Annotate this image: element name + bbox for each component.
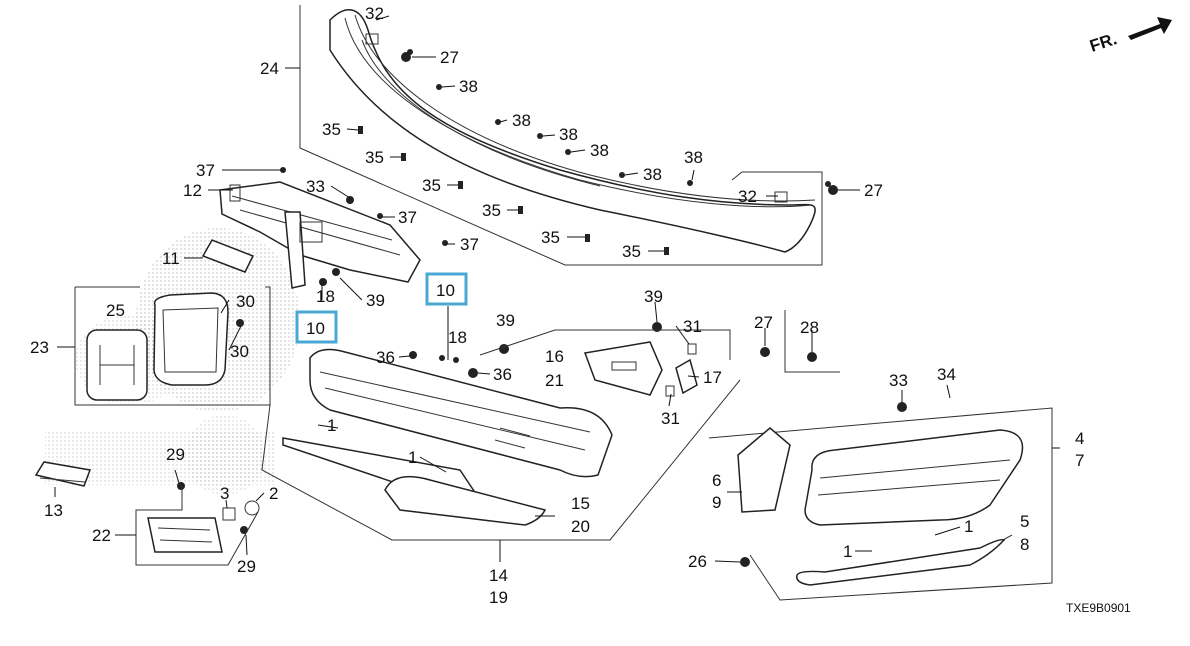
label-emblem-cover: 11 xyxy=(162,249,180,268)
label-lower-clip-18b: 18 xyxy=(448,328,467,347)
bolt-28-box xyxy=(784,310,840,373)
label-clip-34: 34 xyxy=(937,365,956,384)
label-upper-clip-b: 38 xyxy=(512,111,531,130)
label-upper-clip-a: 38 xyxy=(459,77,478,96)
label-upper-side-clip: 32 xyxy=(738,187,757,206)
label-emblem-screw-b: 30 xyxy=(230,342,249,361)
label-pin-b: 35 xyxy=(365,148,384,167)
label-side-assy-7: 7 xyxy=(1075,451,1084,470)
label-emblem-group: 23 xyxy=(30,338,49,357)
fastener-glyphs xyxy=(177,49,907,567)
label-bolt-28: 28 xyxy=(800,318,819,337)
label-assy-14: 14 xyxy=(489,566,508,585)
label-plate-b: 21 xyxy=(545,371,564,390)
label-bracket: 12 xyxy=(183,181,202,200)
label-bracket-screw-mid: 37 xyxy=(398,208,417,227)
label-emblem: 25 xyxy=(106,301,125,320)
label-side-cover-6: 6 xyxy=(712,471,721,490)
arrow-icon xyxy=(1128,17,1172,40)
label-bolt-26: 26 xyxy=(688,552,707,571)
label-bracket-nut: 33 xyxy=(306,177,325,196)
lower-grille-assembly xyxy=(261,329,741,541)
label-bracket-39c: 39 xyxy=(644,287,663,306)
label-lower-molding-20: 20 xyxy=(571,517,590,536)
label-bolt-27c: 27 xyxy=(754,313,773,332)
orientation-label: FR. xyxy=(1087,29,1119,56)
emblem-group xyxy=(74,286,271,406)
label-emblem-screw-a: 30 xyxy=(236,292,255,311)
label-screw-29a: 29 xyxy=(166,445,185,464)
label-assy-19: 19 xyxy=(489,588,508,607)
label-bracket-31a: 31 xyxy=(683,317,702,336)
side-assembly xyxy=(708,407,1053,601)
label-upper-grille-bolt-left: 27 xyxy=(440,48,459,67)
label-bracket-31b: 31 xyxy=(661,409,680,428)
label-bracket-screw-top: 37 xyxy=(196,161,215,180)
front-direction-arrow: FR. xyxy=(1087,17,1172,56)
label-upper-clip-f: 38 xyxy=(684,148,703,167)
label-bracket-17: 17 xyxy=(703,368,722,387)
label-pin-d: 35 xyxy=(482,201,501,220)
lights-group xyxy=(34,461,260,566)
emblem-cover xyxy=(201,239,255,273)
label-clip-1c: 1 xyxy=(327,416,336,435)
upper-grille-group xyxy=(299,5,823,266)
label-clip-1d: 1 xyxy=(408,448,417,467)
label-light-22: 22 xyxy=(92,526,111,545)
highlight-box-10a xyxy=(295,310,338,344)
leader-lines xyxy=(54,15,1060,563)
label-upper-clip-c: 38 xyxy=(559,125,578,144)
label-bulb-3: 3 xyxy=(220,484,229,503)
label-lower-screw-10a: 10 xyxy=(306,319,325,338)
label-pin-a: 35 xyxy=(322,120,341,139)
bracket-assembly xyxy=(219,181,421,289)
label-side-clip-1a: 1 xyxy=(964,517,973,536)
label-lower-clip-36b: 36 xyxy=(493,365,512,384)
label-pin-c: 35 xyxy=(422,176,441,195)
label-bracket-clip-18a: 18 xyxy=(316,287,335,306)
label-socket-2: 2 xyxy=(269,484,278,503)
label-bracket-clip-39a: 39 xyxy=(366,291,385,310)
label-upper-bolt-right: 27 xyxy=(864,181,883,200)
drawing-code: TXE9B0901 xyxy=(1066,601,1131,615)
label-pin-e: 35 xyxy=(541,228,560,247)
highlight-box-10b xyxy=(425,272,468,306)
label-side-assy-4: 4 xyxy=(1075,429,1084,448)
label-plate-a: 16 xyxy=(545,347,564,366)
label-lower-screw-10b: 10 xyxy=(436,281,455,300)
label-pin-f: 35 xyxy=(622,242,641,261)
label-upper-clip-e: 38 xyxy=(643,165,662,184)
label-lower-clip-39b: 39 xyxy=(496,311,515,330)
label-upper-clip-d: 38 xyxy=(590,141,609,160)
label-upper-grille: 24 xyxy=(260,59,279,78)
label-side-clip-1b: 1 xyxy=(843,542,852,561)
label-lower-molding-15: 15 xyxy=(571,494,590,513)
label-bracket-screw-right: 37 xyxy=(460,235,479,254)
label-molding-5: 5 xyxy=(1020,512,1029,531)
label-side-cover-9: 9 xyxy=(712,493,721,512)
label-screw-29b: 29 xyxy=(237,557,256,576)
label-molding-8: 8 xyxy=(1020,535,1029,554)
label-upper-grille-top-clip: 32 xyxy=(365,4,384,23)
label-sensor-13: 13 xyxy=(44,501,63,520)
label-lower-clip-36a: 36 xyxy=(376,348,395,367)
callout-labels: 32 27 24 38 38 38 38 38 38 32 27 35 35 3… xyxy=(30,4,1131,615)
label-nut-33b: 33 xyxy=(889,371,908,390)
